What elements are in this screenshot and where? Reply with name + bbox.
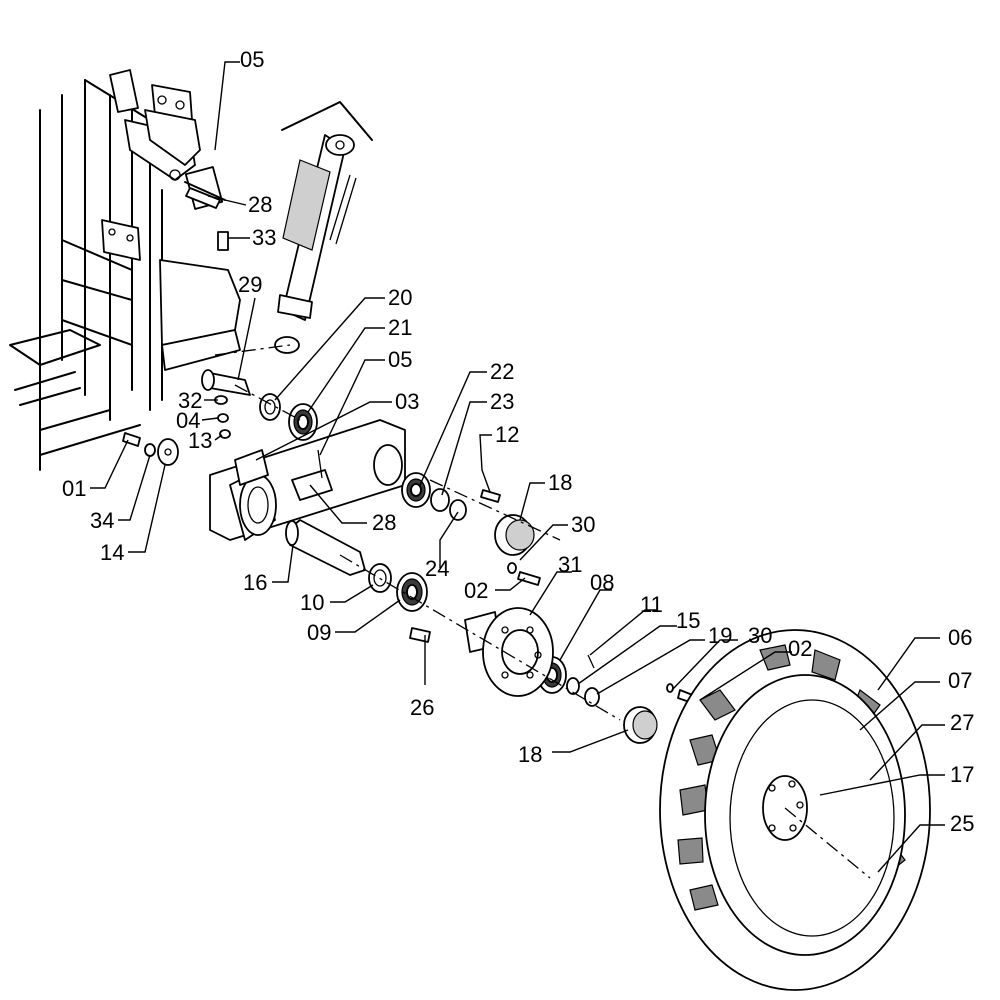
callout-26: 26 <box>410 695 434 720</box>
leader-lines <box>90 61 945 873</box>
callout-08: 08 <box>590 570 614 595</box>
callout-04: 04 <box>176 408 200 433</box>
hydraulic-cylinder <box>274 101 373 354</box>
callout-05-top: 05 <box>240 47 264 72</box>
callout-13: 13 <box>188 428 212 453</box>
assembly-axes <box>214 344 871 879</box>
callout-20: 20 <box>388 285 412 310</box>
callout-22: 22 <box>490 359 514 384</box>
callout-27: 27 <box>950 710 974 735</box>
callout-30-lower: 30 <box>748 623 772 648</box>
link-pin <box>201 369 251 396</box>
callout-01: 01 <box>62 476 86 501</box>
callout-06: 06 <box>948 625 972 650</box>
callout-34: 34 <box>90 508 114 533</box>
callout-28-mid: 28 <box>372 510 396 535</box>
callout-33: 33 <box>252 225 276 250</box>
callout-16: 16 <box>243 570 267 595</box>
callout-29: 29 <box>238 272 262 297</box>
callout-19: 19 <box>708 623 732 648</box>
machine-frame <box>9 69 241 471</box>
callout-18-lower: 18 <box>518 742 542 767</box>
callout-09: 09 <box>307 620 331 645</box>
callout-17: 17 <box>950 762 974 787</box>
callout-14: 14 <box>100 540 124 565</box>
callout-11: 11 <box>640 592 663 617</box>
callout-02-upper: 02 <box>464 578 488 603</box>
wheel-hub <box>464 607 554 697</box>
callout-02-lower: 02 <box>788 636 812 661</box>
stub-shaft <box>285 519 366 576</box>
callout-25: 25 <box>950 811 974 836</box>
callout-23: 23 <box>490 389 514 414</box>
callout-07: 07 <box>948 668 972 693</box>
callout-05-mid: 05 <box>388 347 412 372</box>
callout-12: 12 <box>495 422 519 447</box>
callout-15: 15 <box>676 608 700 633</box>
callout-labels: 05 28 33 29 20 21 05 03 22 23 12 18 30 3… <box>62 47 974 836</box>
callout-31: 31 <box>558 552 582 577</box>
callout-18-upper: 18 <box>548 470 572 495</box>
tractor-wheel <box>659 629 931 991</box>
callout-03: 03 <box>395 389 419 414</box>
callout-24: 24 <box>425 556 449 581</box>
callout-28-top: 28 <box>248 192 272 217</box>
callout-21: 21 <box>388 315 412 340</box>
callout-10: 10 <box>300 590 324 615</box>
callout-30-upper: 30 <box>571 512 595 537</box>
end-caps <box>494 514 658 744</box>
callout-32: 32 <box>178 388 202 413</box>
